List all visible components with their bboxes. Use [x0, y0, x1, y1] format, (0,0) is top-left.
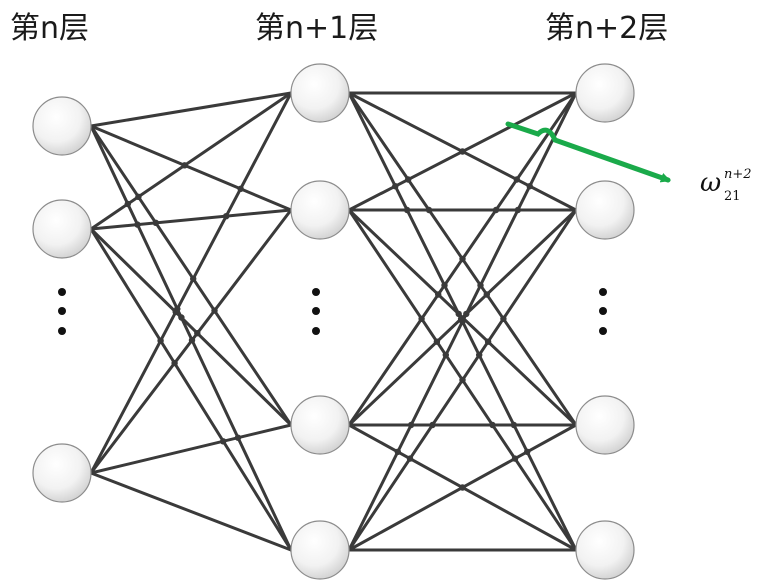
crossing-dot: [157, 337, 164, 344]
crossing-dot: [433, 338, 441, 345]
layer-n-label: 第n层: [10, 11, 90, 46]
neuron-node-layer-n1-1: [290, 63, 350, 123]
edge-a-0-2: [89, 124, 293, 427]
crossing-dot: [500, 315, 507, 322]
crossing-dot: [234, 434, 242, 441]
crossing-dot: [418, 315, 425, 322]
layer-n2-label: 第n+2层: [545, 11, 669, 46]
edge-a-2-0: [89, 91, 293, 475]
crossing-dot: [489, 421, 496, 429]
crossing-dot: [406, 455, 414, 462]
crossing-dot: [425, 206, 433, 214]
neuron-node-layer-n2-2: [575, 180, 635, 240]
neuron-node-layer-n1-3: [290, 395, 350, 455]
ellipsis-dot-layer-n: [58, 307, 66, 315]
crossing-dot: [483, 291, 490, 298]
edge-a-0-0: [89, 91, 293, 128]
crossing-dot: [405, 176, 412, 183]
edge-a-2-3: [89, 471, 293, 552]
crossing-dot: [484, 338, 492, 345]
crossing-dot: [477, 282, 484, 289]
weight-symbol: ω: [700, 168, 722, 198]
nodes-group: [32, 63, 635, 580]
crossing-dots-group: [124, 148, 533, 491]
crossing-dot: [463, 310, 470, 318]
neuron-node-layer-n-3: [32, 443, 92, 503]
weight-omega-label: ω n+2 21: [700, 168, 752, 203]
ellipsis-dot-layer-n2: [599, 327, 607, 335]
crossing-dot: [407, 421, 415, 429]
neuron-node-layer-n-1: [32, 96, 92, 156]
edge-a-2-2: [89, 423, 293, 475]
edge-a-1-0: [89, 91, 293, 231]
weight-arrow-group: [505, 121, 671, 183]
weight-superscript: n+2: [724, 167, 752, 182]
neuron-node-layer-n1-4: [290, 520, 350, 580]
weight-subscript: 21: [724, 189, 741, 204]
edge-a-1-1: [89, 208, 293, 231]
ellipsis-dot-layer-n2: [599, 288, 607, 296]
crossing-dot: [459, 255, 466, 263]
crossing-dot: [403, 206, 411, 214]
ellipsis-dot-layer-n2: [599, 307, 607, 315]
crossing-dot: [429, 421, 436, 429]
crossing-dot: [152, 219, 159, 226]
edge-a-1-3: [89, 227, 293, 552]
crossing-dot: [194, 330, 201, 337]
weight-pointer-arrow: [505, 121, 671, 183]
crossing-dot: [510, 421, 518, 429]
crossing-dot: [220, 438, 227, 445]
neuron-node-layer-n2-4: [575, 520, 635, 580]
crossing-dot: [134, 221, 141, 228]
crossing-dot: [526, 183, 533, 190]
crossing-dot: [237, 185, 244, 192]
crossing-dot: [394, 448, 401, 455]
crossing-dot: [223, 213, 230, 220]
neuron-node-layer-n-2: [32, 199, 92, 259]
ellipsis-group: [58, 288, 607, 335]
crossing-dot: [492, 206, 500, 214]
crossing-dot: [392, 183, 399, 190]
crossing-dot: [211, 307, 218, 314]
edge-a-1-2: [89, 227, 293, 427]
crossing-dot: [435, 291, 442, 298]
ellipsis-dot-layer-n1: [312, 288, 320, 296]
neuron-node-layer-n2-3: [575, 395, 635, 455]
crossing-dot: [181, 162, 188, 169]
ellipsis-dot-layer-n: [58, 288, 66, 296]
ellipsis-dot-layer-n1: [312, 327, 320, 335]
crossing-dot: [459, 376, 466, 384]
crossing-dot: [511, 455, 519, 462]
crossing-dot: [524, 448, 531, 455]
neuron-node-layer-n1-2: [290, 180, 350, 240]
crossing-dot: [459, 318, 466, 325]
crossing-dot: [441, 282, 448, 289]
ellipsis-dot-layer-n: [58, 327, 66, 335]
crossing-dot: [442, 351, 449, 359]
crossing-dot: [188, 337, 196, 344]
crossing-dot: [513, 176, 520, 183]
crossing-dot: [514, 206, 522, 214]
crossing-dot: [124, 200, 131, 208]
crossing-dot: [190, 275, 197, 282]
crossing-dot: [459, 148, 466, 155]
crossing-dot: [171, 359, 178, 367]
crossing-dot: [459, 484, 466, 491]
crossing-dot: [476, 351, 483, 359]
crossing-dot: [172, 308, 179, 316]
layer-n1-label: 第n+1层: [255, 11, 379, 46]
crossing-dot: [178, 314, 185, 321]
edge-a-0-1: [89, 124, 293, 212]
crossing-dot: [455, 310, 462, 318]
crossing-dot: [135, 193, 142, 200]
neuron-node-layer-n2-1: [575, 63, 635, 123]
ellipsis-dot-layer-n1: [312, 307, 320, 315]
